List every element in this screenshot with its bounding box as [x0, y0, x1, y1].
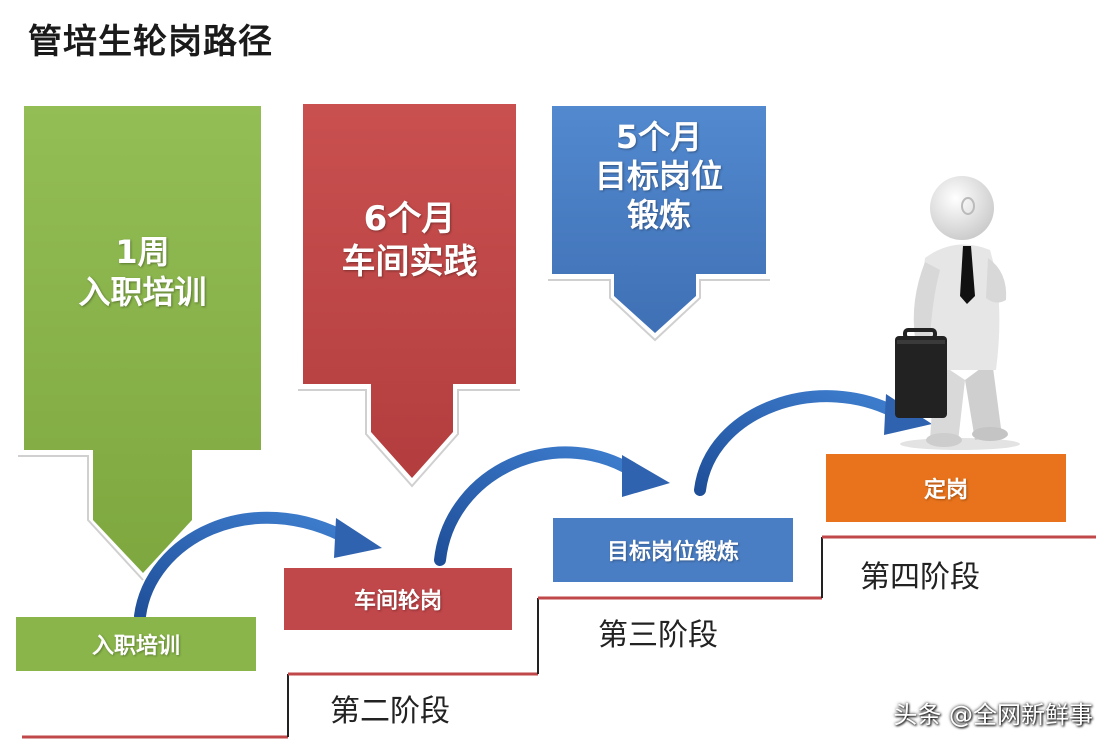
phase-1-name: 入职培训 — [78, 273, 207, 311]
phase-3-text: 5个月 目标岗位 锻炼 — [552, 118, 766, 235]
phase-2-arrow — [298, 104, 520, 488]
stage-3-label: 第三阶段 — [598, 618, 718, 653]
watermark-text: 头条 @全网新鲜事 — [893, 701, 1093, 729]
phase-3-name: 目标岗位 — [594, 157, 723, 196]
phase-1-text: 1周 入职培训 — [24, 232, 261, 312]
stage-2-box: 车间轮岗 — [284, 568, 512, 630]
phase-1-duration: 1周 — [115, 233, 170, 271]
phase-3-name-cont: 锻炼 — [626, 196, 691, 235]
phase-2-duration: 6个月 — [363, 199, 456, 239]
staircase-lines — [22, 535, 1096, 739]
stage-4-label: 第四阶段 — [860, 560, 980, 595]
phase-1-arrow — [18, 106, 261, 581]
phase-2-name: 车间实践 — [341, 241, 478, 282]
stage-4-box: 定岗 — [826, 454, 1066, 522]
stage-2-label: 第二阶段 — [330, 694, 450, 729]
page-title: 管培生轮岗路径 — [28, 22, 273, 62]
stage-3-box: 目标岗位锻炼 — [553, 518, 793, 582]
phase-2-text: 6个月 车间实践 — [303, 198, 516, 283]
stage-1-box: 入职培训 — [16, 617, 256, 671]
phase-3-arrow — [548, 106, 770, 342]
phase-3-duration: 5个月 — [615, 118, 703, 156]
businessman-icon — [895, 176, 1020, 450]
